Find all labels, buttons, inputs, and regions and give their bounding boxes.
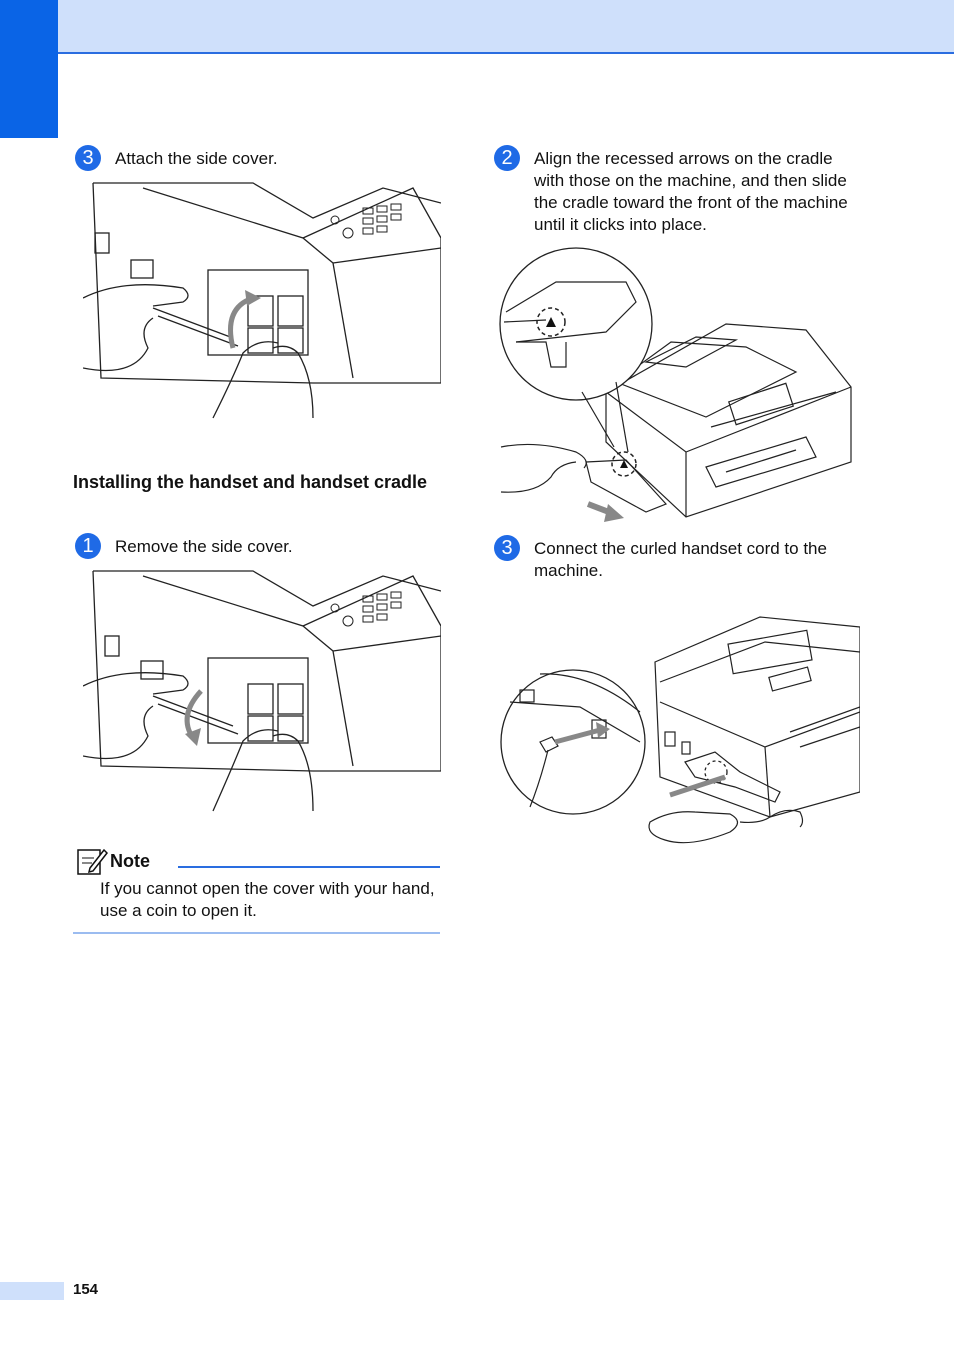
step-remove-text: Remove the side cover. [115, 537, 293, 556]
align-cradle-illustration [499, 247, 852, 522]
step-number-badge: 1 [75, 533, 101, 559]
step-attach-text: Attach the side cover. [115, 149, 278, 168]
note-divider [178, 866, 440, 868]
chapter-tab [0, 0, 58, 138]
remove-side-cover-illustration [83, 570, 441, 812]
step-connect-text: Connect the curled handset cord to the m… [534, 539, 827, 580]
header-band [0, 0, 954, 54]
note-text: If you cannot open the cover with your h… [100, 879, 435, 920]
step-number-badge: 3 [75, 145, 101, 171]
note-title: Note [110, 851, 150, 871]
section-heading: Installing the handset and handset cradl… [73, 472, 428, 492]
step-number-badge: 2 [494, 145, 520, 171]
note-pencil-icon [77, 848, 108, 875]
step-align-text: Align the recessed arrows on the cradle … [534, 149, 848, 234]
footer-tab [0, 1282, 64, 1300]
attach-side-cover-illustration [83, 182, 441, 419]
page-number: 154 [73, 1281, 99, 1298]
connect-handset-cord-illustration [500, 616, 860, 844]
step-number-badge: 3 [494, 535, 520, 561]
note-bottom-rule [73, 932, 440, 934]
